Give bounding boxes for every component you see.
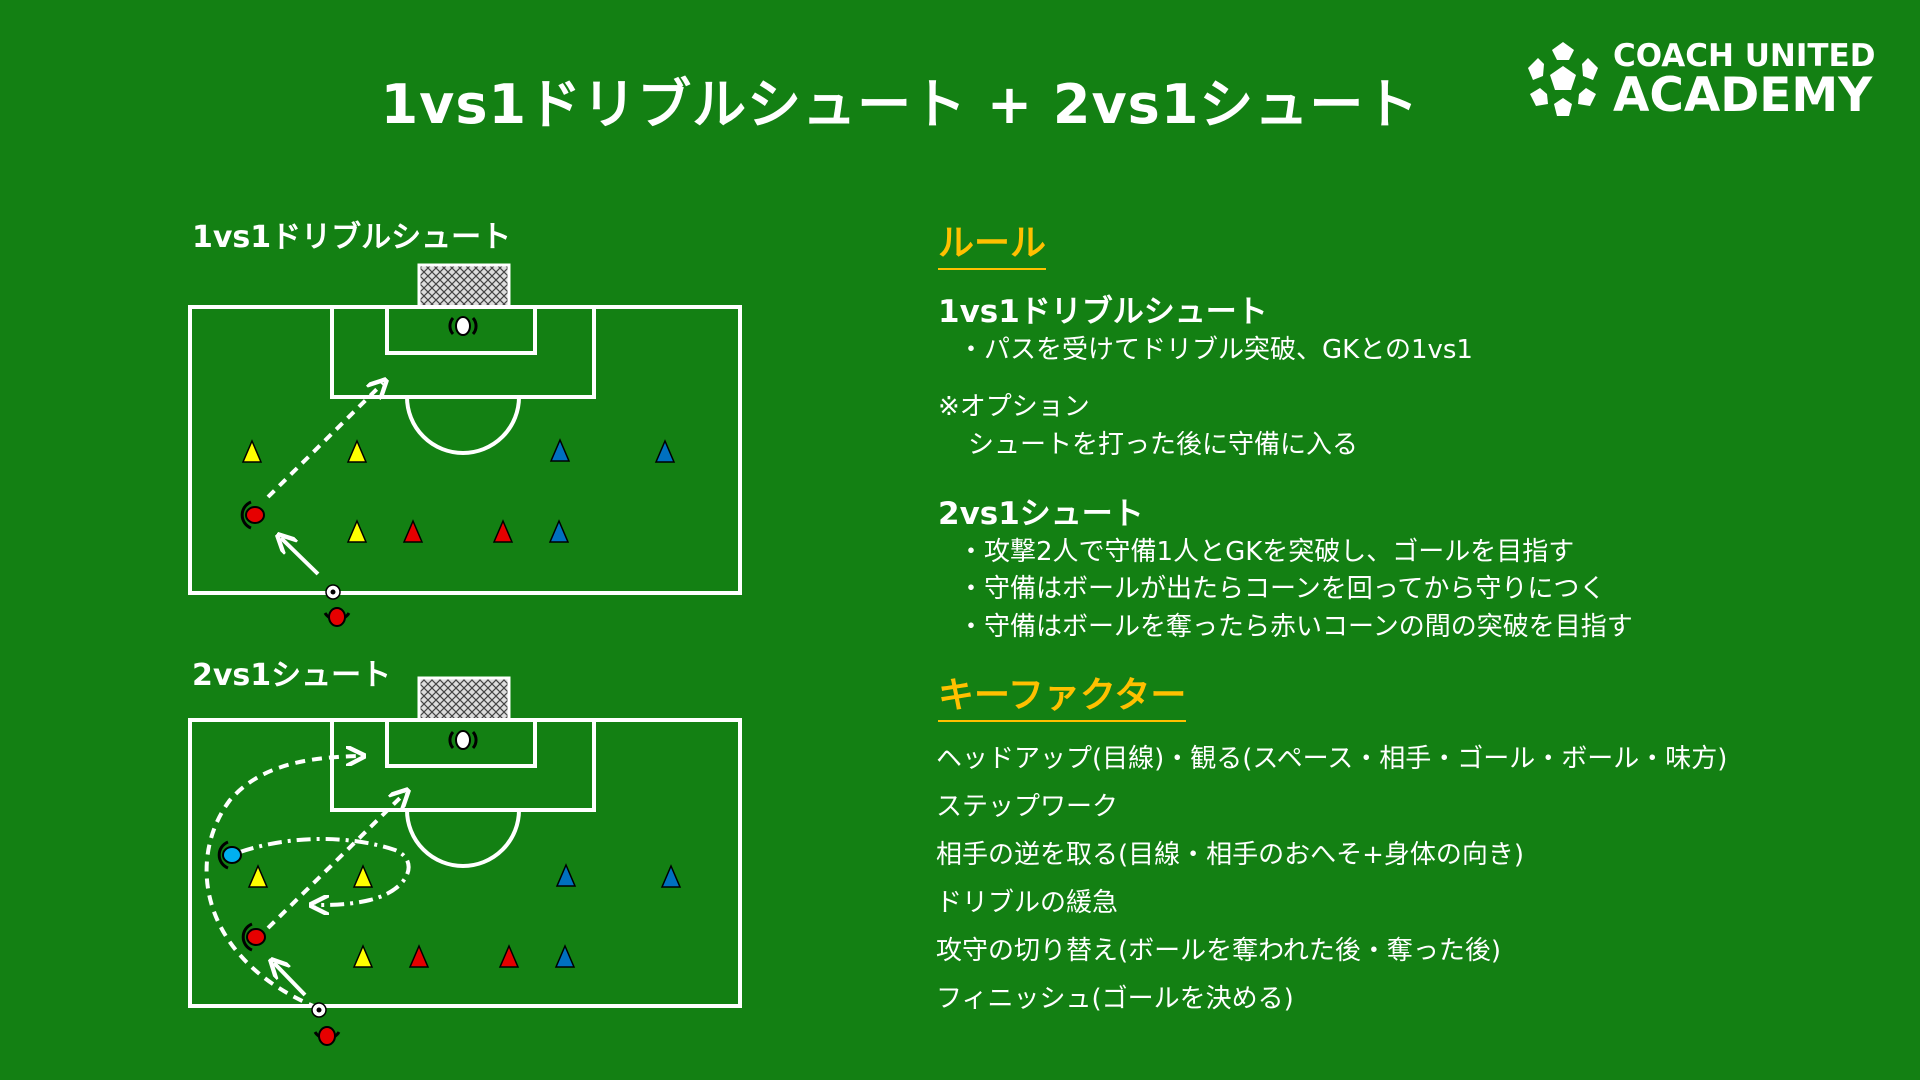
goal-area	[385, 305, 537, 355]
pass-arrow-icon	[281, 538, 320, 576]
logo-line2: ACADEMY	[1613, 68, 1873, 123]
attacker-player-icon	[241, 922, 266, 952]
key-factor-item: ヘッドアップ(目線)・観る(スペース・相手・ゴール・ボール・味方)	[936, 744, 1728, 774]
goalkeeper-player-icon	[448, 316, 478, 336]
soccer-ball-icon	[325, 584, 341, 600]
option-text: シュートを打った後に守備に入る	[968, 430, 1359, 460]
rule2-title: 2vs1シュート	[938, 496, 1144, 532]
key-factor-item: フィニッシュ(ゴールを決める)	[936, 984, 1294, 1014]
cone-icon	[554, 944, 576, 968]
key-factors-heading: キーファクター	[938, 674, 1187, 722]
diagram1-field	[188, 263, 742, 627]
passer-player-icon	[313, 1026, 341, 1046]
cone-icon	[247, 864, 269, 888]
rules-heading: ルール	[938, 222, 1047, 270]
pitch-outline	[188, 305, 742, 595]
soccer-ball-icon	[311, 1002, 327, 1018]
rule1-title: 1vs1ドリブルシュート	[938, 294, 1268, 330]
cone-icon	[352, 864, 374, 888]
logo-line1: COACH UNITED	[1613, 38, 1876, 74]
goal-net-icon	[417, 263, 511, 309]
penalty-arc	[405, 396, 521, 455]
overlap-run-arrow-icon	[204, 756, 360, 1010]
rule2-item: ・守備はボールを奪ったら赤いコーンの間の突破を目指す	[958, 612, 1633, 642]
rule2-item: ・守備はボールが出たらコーンを回ってから守りにつく	[958, 574, 1606, 604]
key-factors-list: ヘッドアップ(目線)・観る(スペース・相手・ゴール・ボール・味方) ステップワー…	[936, 735, 1727, 1023]
key-factor-item: 相手の逆を取る(目線・相手のおへそ+身体の向き)	[936, 840, 1525, 870]
cone-icon	[346, 439, 368, 463]
cone-icon	[492, 519, 514, 543]
passer-player-icon	[323, 607, 351, 627]
cone-icon	[408, 944, 430, 968]
key-factor-item: 攻守の切り替え(ボールを奪われた後・奪った後)	[936, 936, 1501, 966]
diagram1-label: 1vs1ドリブルシュート	[192, 220, 512, 255]
key-factor-item: ドリブルの緩急	[936, 888, 1119, 918]
cone-icon	[352, 944, 374, 968]
cone-icon	[660, 864, 682, 888]
cone-icon	[548, 519, 570, 543]
rule1-item: ・パスを受けてドリブル突破、GKとの1vs1	[958, 335, 1473, 365]
pitch-outline	[188, 718, 742, 1008]
dribble-arrow-icon	[266, 793, 405, 930]
page-title: 1vs1ドリブルシュート + 2vs1シュート	[380, 73, 1420, 136]
defender-player-icon	[217, 840, 242, 870]
cone-icon	[549, 438, 571, 462]
diagram2-field	[188, 676, 742, 1046]
rule2-item: ・攻撃2人で守備1人とGKを突破し、ゴールを目指す	[958, 537, 1575, 567]
cone-icon	[402, 519, 424, 543]
goalkeeper-player-icon	[448, 730, 478, 750]
coach-united-logo: COACH UNITED ACADEMY	[1518, 36, 1888, 126]
cone-icon	[555, 863, 577, 887]
attacker-player-icon	[240, 500, 265, 530]
pass-arrow-icon	[274, 963, 307, 997]
key-factor-item: ステップワーク	[936, 792, 1119, 822]
goal-area	[385, 718, 537, 768]
dribble-arrow-icon	[266, 383, 383, 499]
goal-net-icon	[417, 676, 511, 722]
cone-icon	[654, 439, 676, 463]
defender-route-arrow-icon	[239, 837, 411, 905]
diagram2-label: 2vs1シュート	[192, 658, 392, 693]
soccer-ball-logo-icon	[1528, 42, 1598, 116]
penalty-arc	[405, 809, 521, 868]
cone-icon	[241, 439, 263, 463]
cone-icon	[346, 519, 368, 543]
option-title: ※オプション	[938, 392, 1090, 422]
cone-icon	[498, 944, 520, 968]
